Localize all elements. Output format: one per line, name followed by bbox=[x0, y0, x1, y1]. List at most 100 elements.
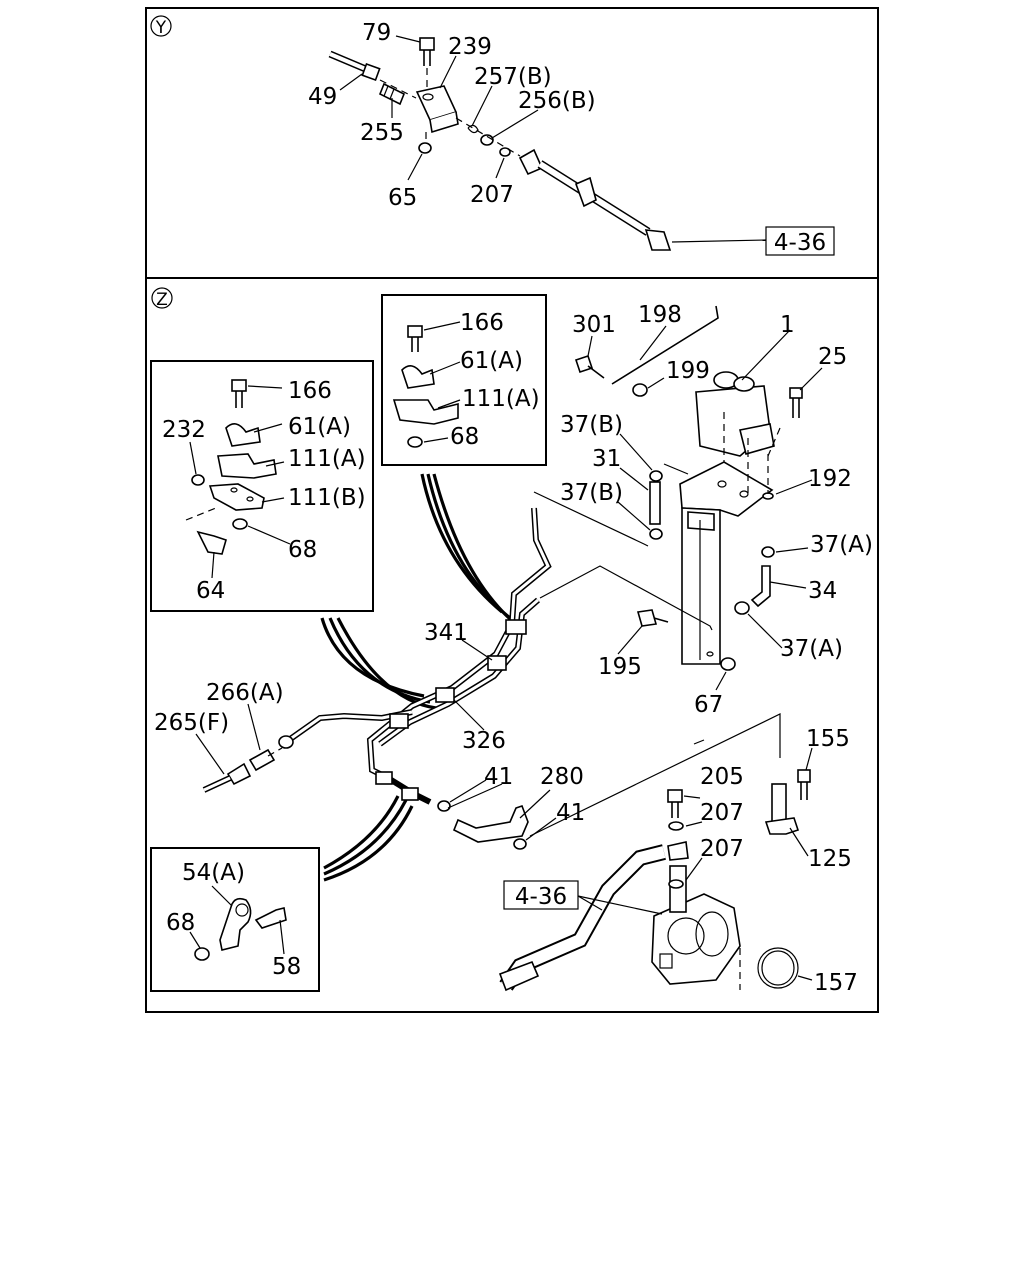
pipe-clip bbox=[505, 619, 527, 635]
leader bbox=[685, 821, 703, 827]
pump-boss bbox=[667, 917, 705, 955]
hose-clamp bbox=[574, 176, 597, 208]
leader bbox=[805, 747, 813, 771]
ref-box-bottom bbox=[503, 880, 579, 910]
hole bbox=[717, 480, 727, 488]
hose-end-fitting-2 bbox=[644, 229, 672, 251]
hole bbox=[230, 487, 238, 493]
leader bbox=[449, 779, 487, 803]
thread bbox=[389, 88, 395, 100]
outline bbox=[447, 783, 503, 809]
label-155: 155 bbox=[806, 726, 850, 752]
nut-67 bbox=[720, 657, 736, 671]
inset-top-label-68: 68 bbox=[450, 424, 479, 450]
inset-connector bbox=[323, 805, 414, 882]
reservoir-cap-2 bbox=[733, 376, 755, 392]
leader bbox=[253, 423, 283, 433]
leader bbox=[769, 581, 807, 589]
pipe-341-inner bbox=[368, 507, 550, 780]
leader bbox=[741, 329, 791, 381]
leader bbox=[619, 467, 649, 491]
bolt-195-head bbox=[636, 609, 658, 627]
leader bbox=[437, 399, 461, 409]
bolt-205 bbox=[667, 789, 683, 803]
inset-left-label-111b: 111(B) bbox=[288, 485, 366, 511]
leader bbox=[647, 377, 665, 389]
inset-top-label-166: 166 bbox=[460, 310, 504, 336]
label-198: 198 bbox=[638, 302, 682, 328]
leader bbox=[247, 525, 291, 545]
leader bbox=[683, 795, 701, 799]
inset-left bbox=[150, 360, 374, 612]
panel-z-marker-circle bbox=[151, 287, 173, 309]
clamp-41-lower bbox=[513, 838, 527, 850]
bolt-195-shank bbox=[653, 617, 669, 623]
leader bbox=[247, 703, 261, 751]
pipe-clip bbox=[435, 687, 455, 703]
nut-232 bbox=[191, 474, 205, 486]
nut-68 bbox=[407, 436, 423, 448]
outline bbox=[539, 565, 713, 631]
washer-207-a bbox=[668, 821, 684, 831]
leader bbox=[247, 385, 283, 389]
leader bbox=[747, 613, 783, 649]
leader bbox=[587, 335, 593, 357]
clamp-61a bbox=[401, 365, 435, 389]
outline bbox=[693, 739, 705, 745]
ref-leader bbox=[671, 239, 767, 243]
pipe-31 bbox=[649, 481, 661, 525]
bolt-301-head bbox=[574, 354, 594, 374]
inset-left-label-61a: 61(A) bbox=[288, 414, 351, 440]
leader bbox=[495, 157, 505, 179]
bolt-79-head bbox=[419, 37, 435, 51]
leader bbox=[519, 789, 551, 819]
label-207-a: 207 bbox=[700, 800, 744, 826]
leader bbox=[195, 733, 225, 775]
inset-connector bbox=[328, 617, 431, 704]
fitting-265f bbox=[226, 762, 252, 786]
label-341: 341 bbox=[424, 620, 468, 646]
leader bbox=[715, 671, 727, 691]
label-195: 195 bbox=[598, 654, 642, 680]
hole bbox=[706, 651, 714, 657]
washer-207 bbox=[499, 147, 511, 157]
rod-198 bbox=[611, 305, 719, 385]
pump-tab bbox=[659, 953, 673, 969]
guide bbox=[185, 507, 217, 521]
oring-157 bbox=[757, 947, 799, 989]
clamp-41-upper bbox=[437, 800, 451, 812]
outline bbox=[529, 713, 781, 837]
bracket-111b-left bbox=[208, 483, 265, 511]
label-207: 207 bbox=[470, 182, 514, 208]
hose-end-fitting bbox=[518, 148, 544, 176]
clamp-37b-upper bbox=[649, 470, 663, 482]
bracket-hole bbox=[422, 93, 434, 101]
leader bbox=[453, 699, 485, 731]
inset-bottom-label-58: 58 bbox=[272, 954, 301, 980]
nut-65 bbox=[418, 142, 432, 154]
leader bbox=[617, 501, 651, 531]
label-49: 49 bbox=[308, 84, 337, 110]
leader bbox=[617, 625, 643, 655]
leader bbox=[491, 109, 539, 139]
leader bbox=[407, 153, 423, 181]
stand-slot bbox=[687, 511, 715, 531]
leader bbox=[685, 857, 703, 881]
label-34: 34 bbox=[808, 578, 837, 604]
pipe-clip bbox=[389, 713, 409, 729]
label-199: 199 bbox=[666, 358, 710, 384]
label-326: 326 bbox=[462, 728, 506, 754]
clamp-37a-lower bbox=[734, 601, 750, 615]
leader bbox=[189, 931, 201, 949]
leader bbox=[577, 895, 663, 915]
clamp-54a bbox=[219, 897, 252, 951]
outline bbox=[533, 491, 649, 547]
panel-y-marker-circle bbox=[150, 15, 172, 37]
label-37a-lower: 37(A) bbox=[780, 636, 843, 662]
leader bbox=[395, 35, 421, 43]
thread bbox=[383, 85, 389, 97]
panel-y-marker: Y bbox=[155, 18, 167, 38]
hole bbox=[739, 490, 749, 498]
leader bbox=[799, 367, 823, 391]
